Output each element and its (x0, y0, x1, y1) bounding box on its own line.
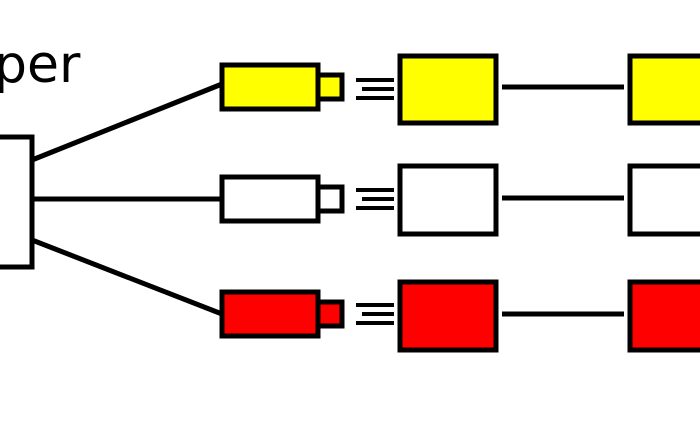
plug-body-red (219, 289, 321, 339)
socket-box-red (397, 279, 499, 353)
row-red (219, 279, 700, 353)
end-box-yellow (627, 53, 700, 126)
row-yellow (219, 53, 700, 126)
fanout-line-red (31, 237, 223, 317)
row-white (219, 163, 700, 237)
plug-tip-yellow (315, 72, 345, 102)
end-box-white (627, 163, 700, 237)
source-box (0, 134, 35, 270)
end-box-red (627, 279, 700, 353)
diagram-title: per (0, 35, 81, 95)
socket-box-yellow (397, 53, 499, 126)
socket-box-white (397, 163, 499, 237)
plug-body-white (219, 174, 321, 224)
plug-tip-white (315, 184, 345, 214)
plug-body-yellow (219, 62, 321, 112)
plug-tip-red (315, 299, 345, 329)
fanout-line-yellow (31, 81, 223, 163)
